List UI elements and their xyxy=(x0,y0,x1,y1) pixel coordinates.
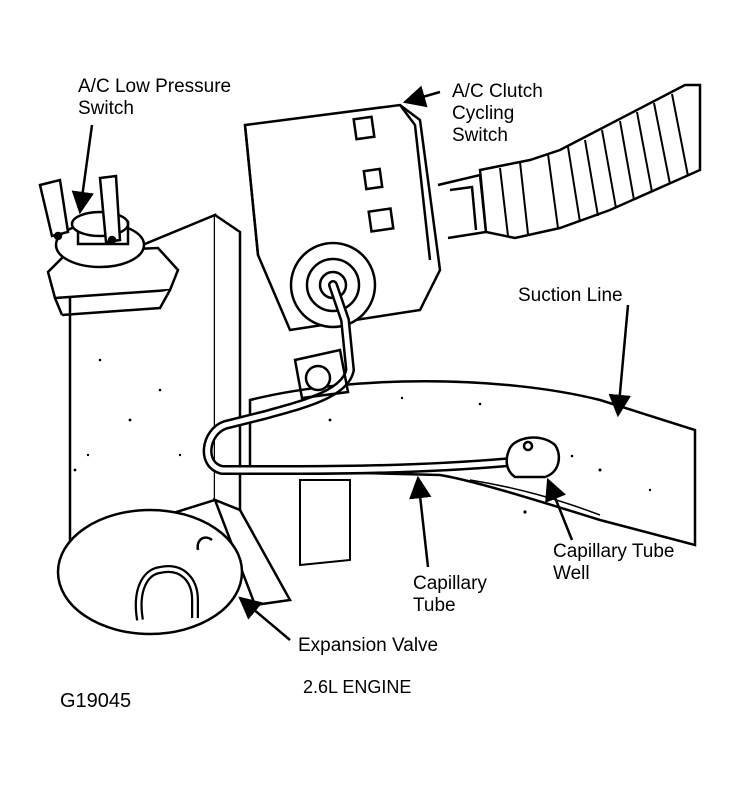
label-suction-line-line1: Suction Line xyxy=(518,285,623,306)
capillary-tube-well xyxy=(505,436,561,479)
label-low-pressure-switch-line1: A/C Low Pressure xyxy=(78,76,232,97)
lower-bracket xyxy=(299,479,351,567)
low-pressure-switch-body xyxy=(38,174,180,317)
clutch-cycling-switch-body xyxy=(243,103,488,332)
figure-caption: 2.6L ENGINE xyxy=(303,677,412,697)
callout-suction-line xyxy=(608,304,632,418)
label-clutch-cycling-switch-line3: Switch xyxy=(452,125,508,146)
label-low-pressure-switch-line2: Switch xyxy=(78,98,134,119)
label-capillary-tube-well-line2: Well xyxy=(553,563,590,584)
label-capillary-tube-line1: Capillary xyxy=(413,573,487,594)
label-capillary-tube-well-line1: Capillary Tube xyxy=(553,541,675,562)
label-low-pressure-switch: A/C Low Pressure Switch xyxy=(78,76,231,120)
label-capillary-tube: Capillary Tube xyxy=(413,573,487,617)
expansion-valve-body xyxy=(68,213,292,607)
label-suction-line: Suction Line xyxy=(518,285,623,307)
label-clutch-cycling-switch-line2: Cycling xyxy=(452,103,515,124)
callout-arrows xyxy=(71,85,632,641)
callout-capillary-tube xyxy=(409,475,432,568)
label-clutch-cycling-switch-line1: A/C Clutch xyxy=(452,81,543,102)
label-capillary-tube-line2: Tube xyxy=(413,595,456,616)
figure-id: G19045 xyxy=(60,690,132,712)
label-clutch-cycling-switch: A/C Clutch Cycling Switch xyxy=(452,81,543,147)
label-expansion-valve: Expansion Valve xyxy=(298,635,438,657)
label-expansion-valve-line1: Expansion Valve xyxy=(298,635,439,656)
callout-expansion-valve xyxy=(238,596,291,641)
hose xyxy=(478,83,702,240)
callout-low-pressure-switch xyxy=(71,124,94,215)
callout-capillary-tube-well xyxy=(545,477,574,541)
mounting-loop xyxy=(293,348,350,400)
label-capillary-tube-well: Capillary Tube Well xyxy=(553,541,674,585)
callout-clutch-cycling-switch xyxy=(402,85,441,108)
expansion-valve-flange xyxy=(56,508,244,636)
